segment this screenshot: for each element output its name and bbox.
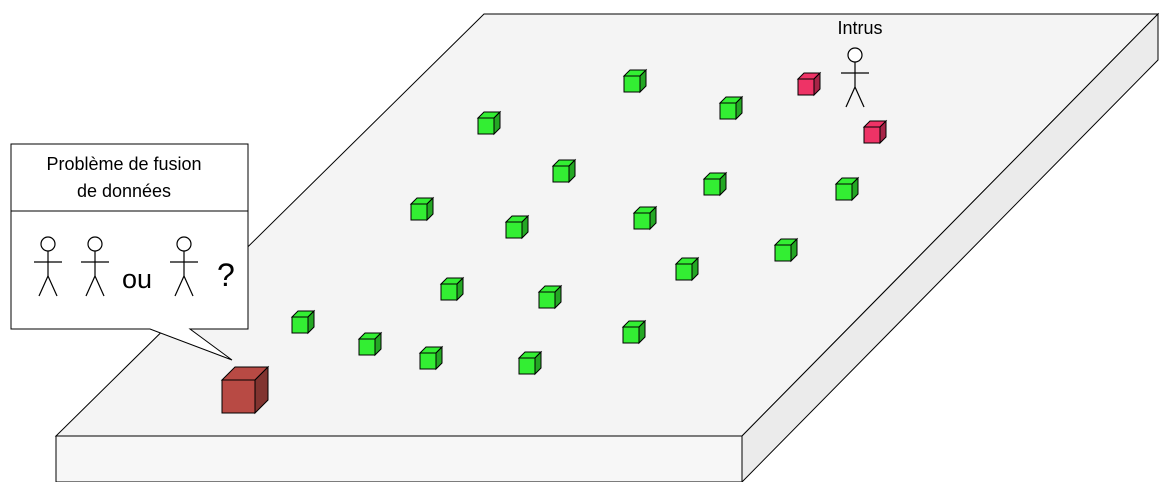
sensor-cube-icon	[292, 311, 314, 333]
sensor-cube-icon	[519, 352, 541, 374]
speech-bubble	[11, 144, 248, 360]
sensor-cube-icon	[420, 347, 442, 369]
sensor-cube-icon	[506, 216, 528, 238]
sensor-cube-icon	[441, 278, 463, 300]
sensor-cube-icon	[411, 198, 433, 220]
alert-sensor-cube-icon	[798, 73, 820, 95]
sensor-cube-icon	[676, 258, 698, 280]
sensor-cube-icon	[359, 333, 381, 355]
sensor-cube-icon	[624, 70, 646, 92]
sink-cube-icon	[222, 367, 268, 413]
data-fusion-callout: Problème de fusion de données ou ?	[11, 144, 248, 360]
alert-sensor-cube-icon	[864, 121, 886, 143]
sensor-cube-icon	[775, 239, 797, 261]
sensor-cube-icon	[539, 286, 561, 308]
callout-title-line2: de données	[77, 181, 171, 201]
callout-or-text: ou	[122, 264, 152, 294]
sensor-cube-icon	[720, 97, 742, 119]
callout-question-mark: ?	[217, 257, 235, 293]
sensor-cube-icon	[836, 178, 858, 200]
callout-title-line1: Problème de fusion	[46, 154, 201, 174]
sensor-cube-icon	[704, 173, 726, 195]
sensor-cube-icon	[478, 112, 500, 134]
sensor-cube-icon	[623, 321, 645, 343]
sensor-cube-icon	[553, 160, 575, 182]
intruder-label: Intrus	[837, 18, 882, 38]
platform-front	[56, 436, 742, 482]
sensor-cube-icon	[634, 207, 656, 229]
